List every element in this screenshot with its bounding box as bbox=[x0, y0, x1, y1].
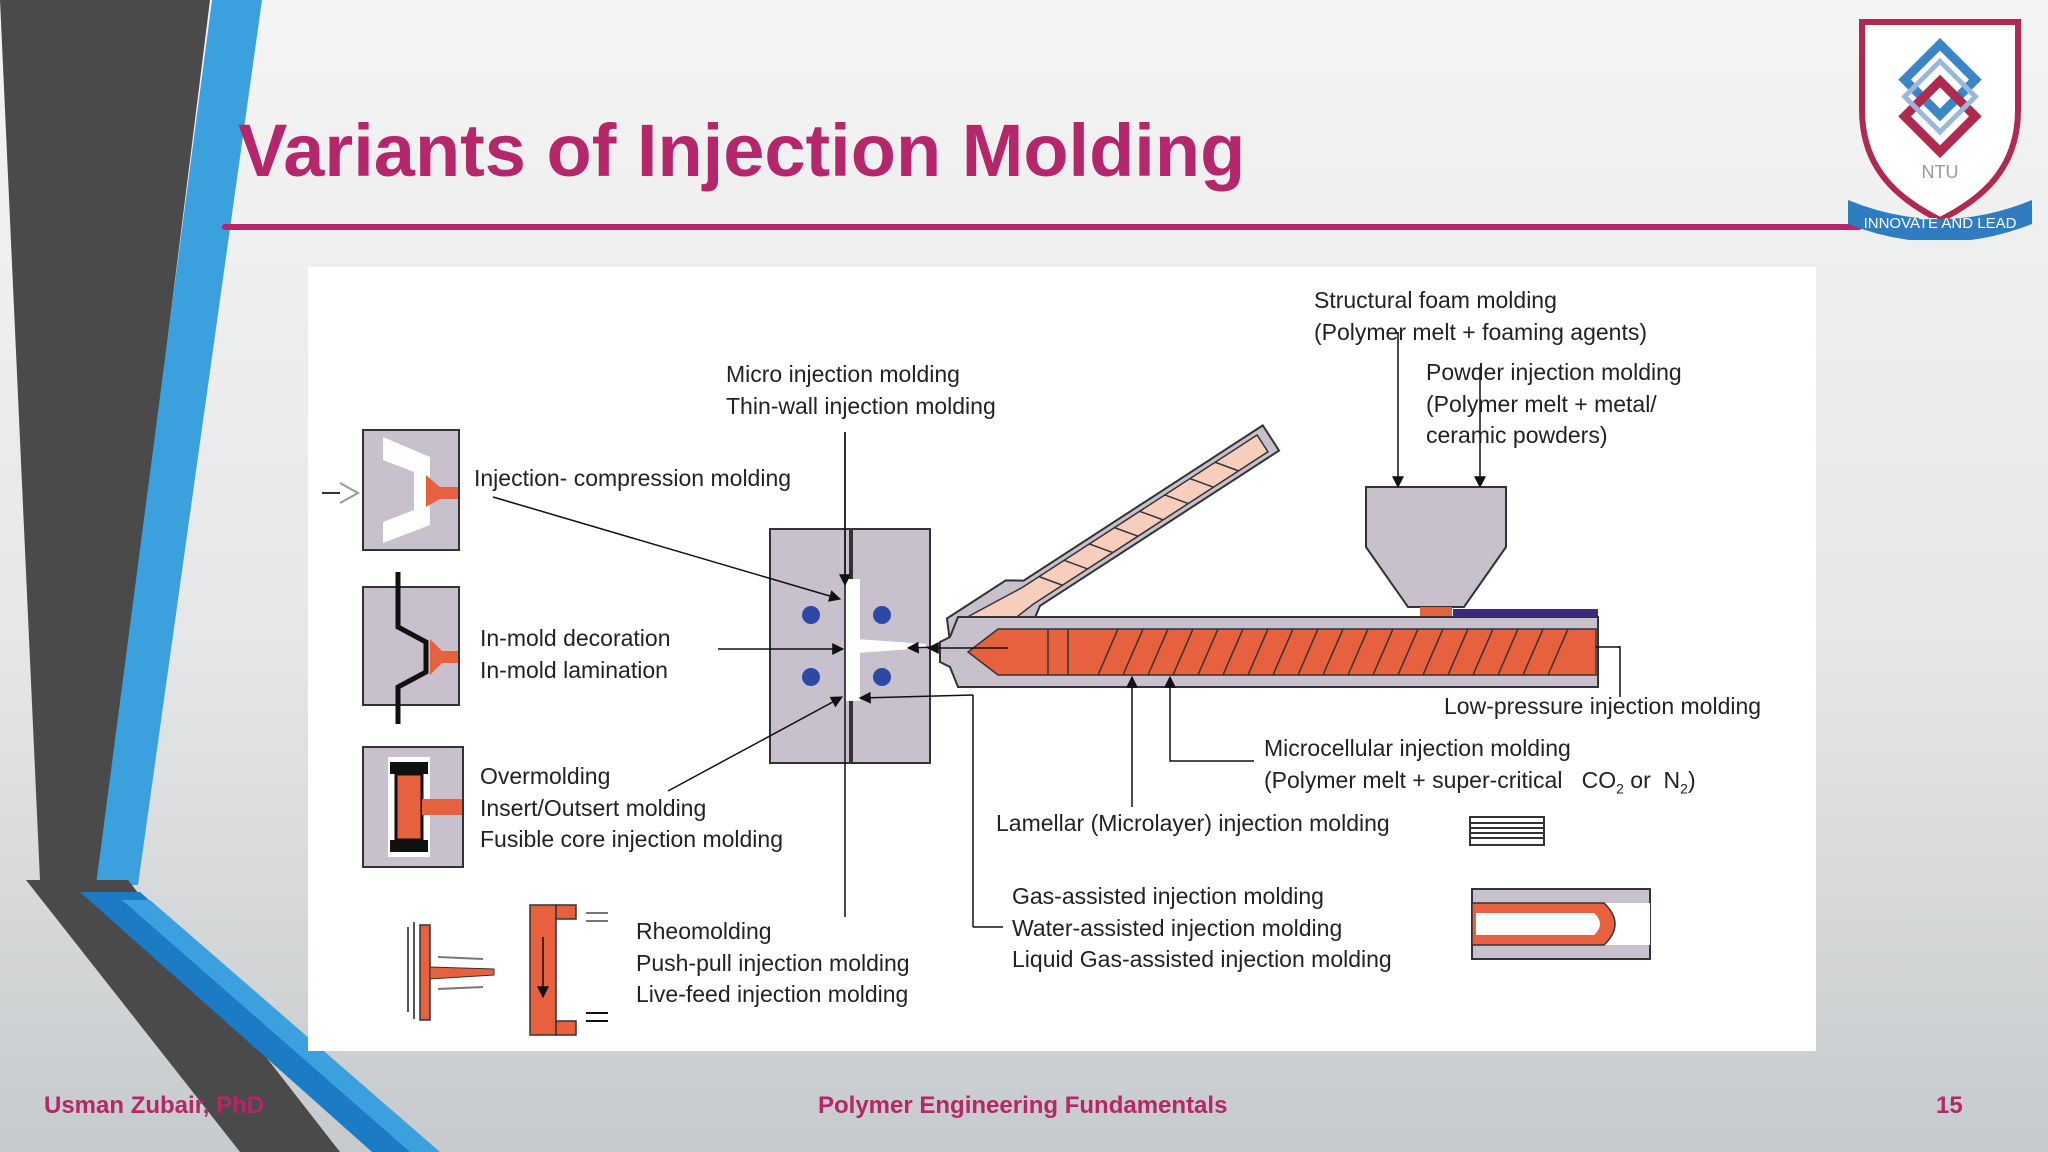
angled-screw-unit bbox=[945, 424, 1281, 662]
rheomolding-icon bbox=[407, 904, 608, 1036]
logo-abbr: NTU bbox=[1922, 162, 1959, 182]
footer-course: Polymer Engineering Fundamentals bbox=[818, 1092, 1228, 1119]
label-injection-compression: Injection- compression molding bbox=[474, 465, 792, 491]
hopper bbox=[1365, 486, 1507, 617]
label-lamellar: Lamellar (Microlayer) injection molding bbox=[996, 810, 1390, 836]
label-low-pressure: Low-pressure injection molding bbox=[1444, 693, 1762, 719]
main-mold bbox=[769, 528, 931, 764]
label-powder-injection: Powder injection molding (Polymer melt +… bbox=[1426, 359, 1682, 448]
page-number: 15 bbox=[1936, 1092, 1963, 1119]
label-rheomolding: Rheomolding Push-pull injection molding … bbox=[636, 918, 910, 1007]
diagram-graphics bbox=[322, 332, 1651, 1036]
title-underline bbox=[222, 224, 1862, 230]
footer-author: Usman Zubair, PhD bbox=[44, 1092, 265, 1119]
main-barrel bbox=[939, 609, 1599, 688]
mold-icon-overmolding bbox=[362, 746, 464, 868]
label-micro-injection: Micro injection molding Thin-wall inject… bbox=[726, 361, 996, 419]
mold-icon-in-mold-decoration bbox=[362, 572, 460, 724]
injection-molding-diagram: Structural foam molding (Polymer melt + … bbox=[308, 267, 1816, 1051]
gas-assisted-icon bbox=[1471, 888, 1651, 960]
logo-motto: INNOVATE AND LEAD bbox=[1864, 215, 2017, 232]
lamellar-icon bbox=[1469, 816, 1545, 846]
label-structural-foam: Structural foam molding (Polymer melt + … bbox=[1314, 287, 1647, 345]
slide-title: Variants of Injection Molding bbox=[238, 109, 1246, 192]
ntu-logo: NTU INNOVATE AND LEAD bbox=[1848, 19, 2032, 240]
label-gas-assisted: Gas-assisted injection molding Water-ass… bbox=[1012, 883, 1392, 972]
mold-icon-injection-compression bbox=[322, 429, 460, 551]
label-in-mold: In-mold decoration In-mold lamination bbox=[480, 625, 671, 683]
leader-lines bbox=[492, 332, 1621, 928]
label-microcellular: Microcellular injection molding (Polymer… bbox=[1264, 735, 1696, 797]
label-overmolding: Overmolding Insert/Outsert molding Fusib… bbox=[480, 763, 783, 852]
